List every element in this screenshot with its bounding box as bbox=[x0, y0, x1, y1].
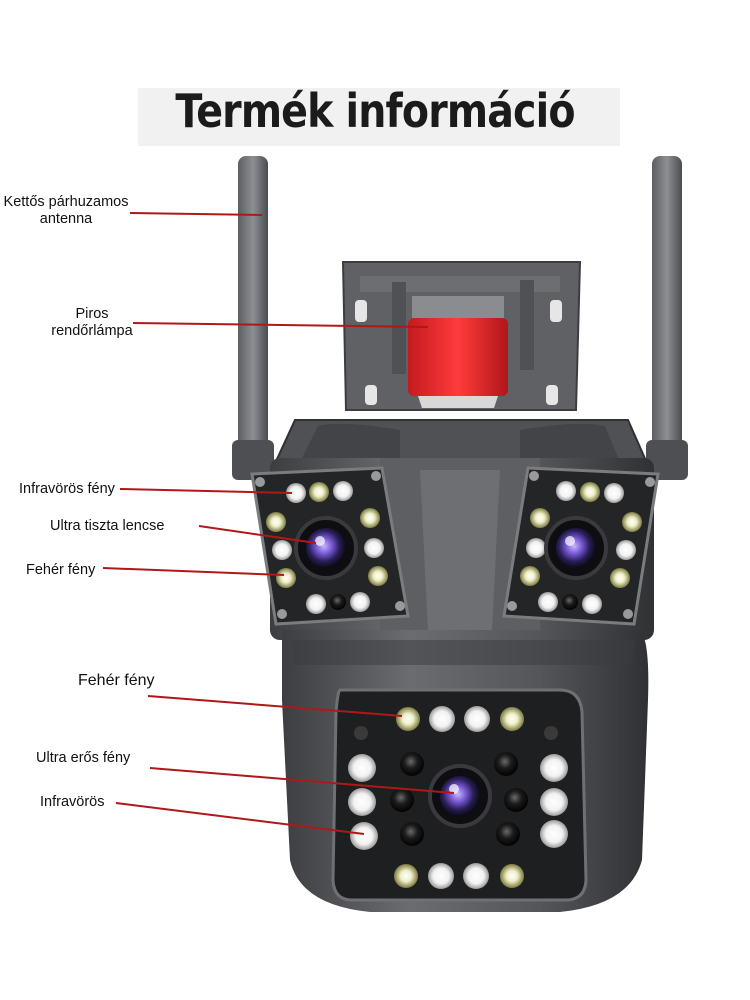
label-antenna-line-1: Kettős párhuzamos bbox=[3, 194, 129, 210]
antenna-left bbox=[232, 156, 274, 480]
label-antenna-line-2: antenna bbox=[39, 211, 93, 227]
antenna-right bbox=[646, 156, 688, 480]
leader-line-infrared bbox=[115, 802, 365, 835]
leader-line-lens bbox=[198, 525, 317, 544]
label-infrared-light: Infravörös fény bbox=[19, 481, 115, 497]
leader-line-white-light-upper bbox=[102, 567, 285, 576]
label-white-light-upper: Fehér fény bbox=[26, 562, 96, 578]
label-ultra-strong-light: Ultra erős fény bbox=[36, 750, 131, 766]
leader-line-infrared-light bbox=[119, 488, 293, 494]
leader-lines bbox=[102, 212, 455, 835]
label-infrared: Infravörös bbox=[40, 794, 105, 810]
leader-line-white-light-lower bbox=[147, 695, 403, 717]
label-white-light-lower: Fehér fény bbox=[78, 672, 155, 689]
label-police-light-line-2: rendőrlámpa bbox=[51, 323, 133, 339]
left-light-panel bbox=[250, 466, 410, 626]
police-light bbox=[408, 296, 508, 408]
leader-line-ultra-strong bbox=[149, 767, 455, 794]
right-light-panel bbox=[502, 466, 660, 626]
lower-light-panel bbox=[331, 688, 588, 902]
leader-line-police-light bbox=[132, 322, 429, 328]
label-ultra-clear-lens: Ultra tiszta lencse bbox=[50, 518, 165, 534]
label-antenna: Kettős párhuzamos antenna bbox=[0, 194, 132, 228]
page-title: Termék információ bbox=[175, 84, 575, 138]
leader-line-antenna bbox=[129, 212, 263, 216]
title-band bbox=[138, 88, 620, 146]
label-police-light-line-1: Piros bbox=[75, 306, 109, 322]
label-police-light: Piros rendőrlámpa bbox=[50, 306, 134, 340]
